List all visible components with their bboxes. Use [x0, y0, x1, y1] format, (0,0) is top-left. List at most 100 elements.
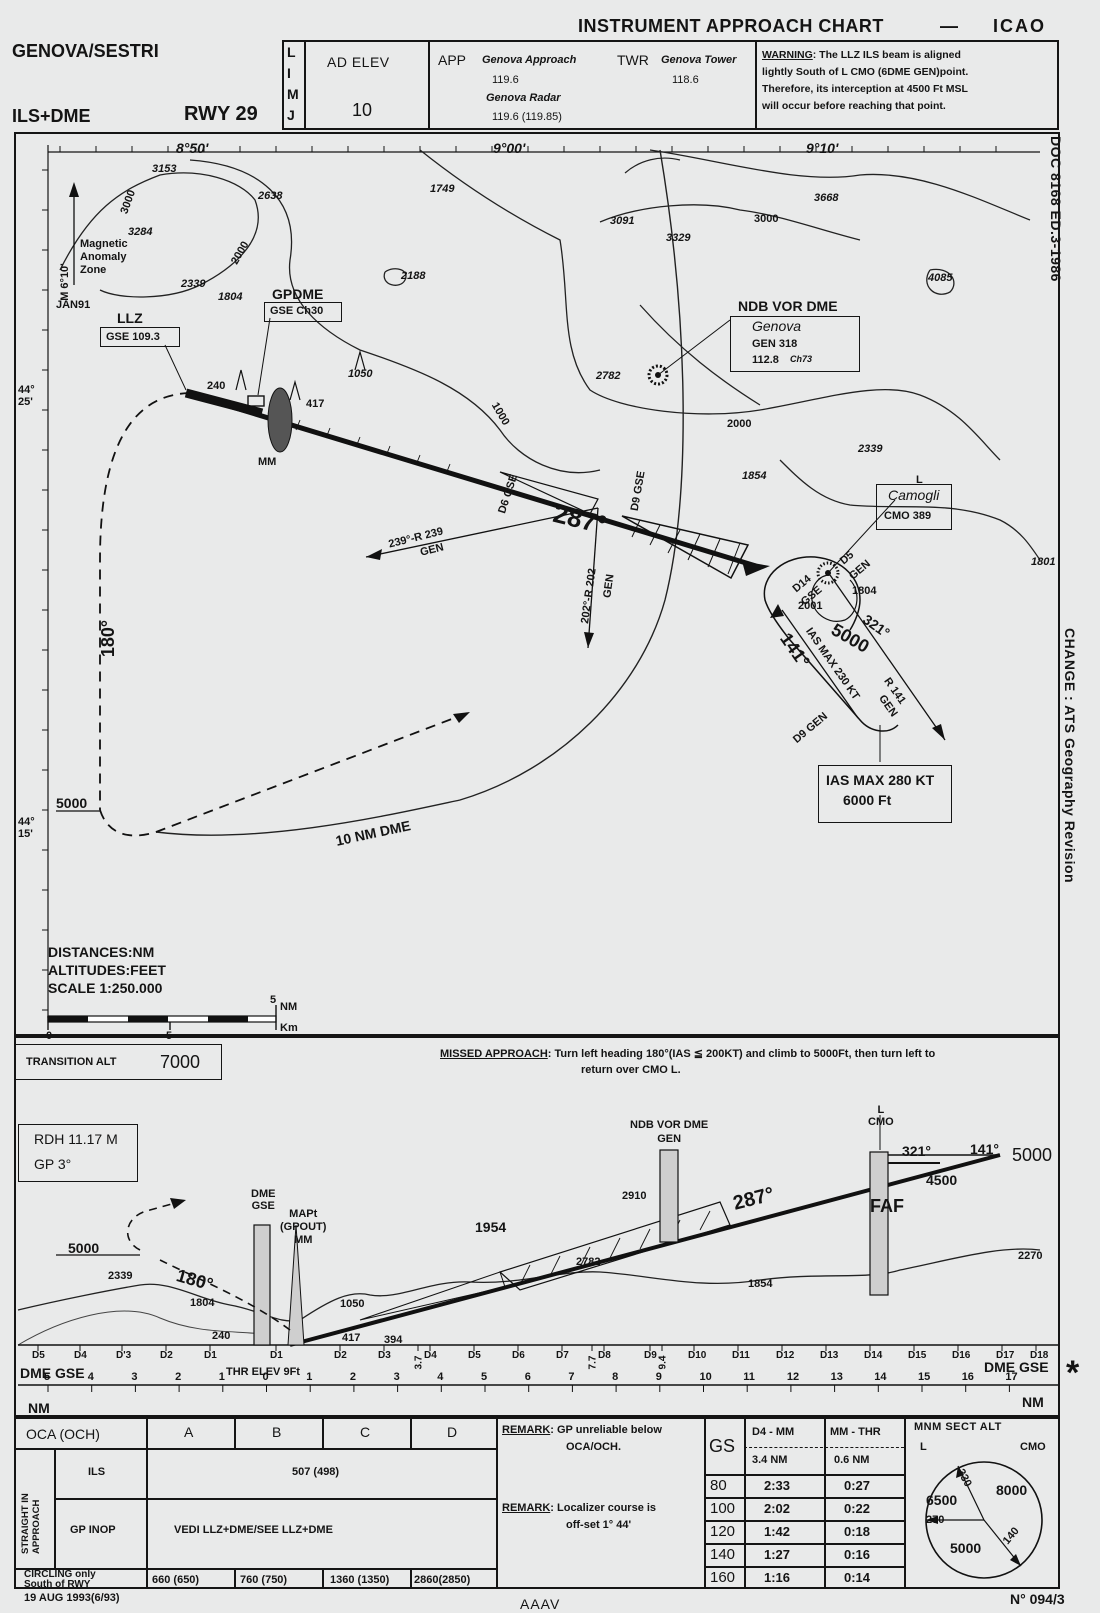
missed-approach-profile [126, 1199, 187, 1251]
obstacle-symbol [235, 349, 366, 401]
spot-elevation: 2001 [798, 600, 823, 612]
col-divider [904, 1417, 906, 1589]
dme-fix-label: D17 [996, 1350, 1015, 1361]
contour-label: 3000 [754, 213, 779, 225]
nm-label: 1 [306, 1371, 313, 1383]
scale-km-unit: Km [280, 1022, 298, 1034]
radial-arrow [932, 724, 945, 740]
timing-col2-label: MM - THR [830, 1426, 881, 1438]
timing-d4-mm: 1:16 [764, 1570, 791, 1585]
ad-elev-label: AD ELEV [327, 54, 390, 70]
localizer-feather [499, 471, 599, 515]
missed-approach-path [99, 711, 471, 837]
row-divider [704, 1520, 904, 1522]
nm-label: 5 [44, 1371, 51, 1383]
localizer-feather-hatch [631, 519, 741, 575]
gs-label: GS [709, 1436, 736, 1456]
row-divider [704, 1543, 904, 1545]
missed-approach-instruction: return over CMO L. [581, 1064, 681, 1076]
nm-label: 9 [655, 1371, 662, 1383]
dme-fix-label: D14 [864, 1350, 883, 1361]
dme-fix-label: D4 [424, 1350, 437, 1361]
longitude-label: 9°10' [806, 140, 839, 156]
timing-gs: 120 [710, 1523, 736, 1540]
msa-l: L [920, 1441, 927, 1453]
nm-label: 17 [1005, 1371, 1018, 1383]
agency-label: AAAV [520, 1596, 561, 1612]
dme-ticks [37, 1345, 1037, 1351]
timing-mm-thr: 0:18 [844, 1524, 871, 1539]
spot-elevation: 2782 [596, 370, 621, 382]
dme-gse-left: DME GSE [20, 1365, 85, 1381]
glidepath-angle: GP 3° [34, 1156, 72, 1172]
msa-altitude-5000: 5000 [950, 1540, 982, 1556]
airport-name: GENOVA/SESTRI [12, 41, 159, 61]
timing-gs: 160 [710, 1569, 736, 1586]
remark-text: : Localizer course is [550, 1502, 657, 1514]
timing-d4-mm: 1:42 [764, 1524, 791, 1539]
nm-label: 4 [87, 1371, 94, 1383]
contour-label: 2000 [727, 418, 752, 430]
dme-fix-label: D10 [688, 1350, 707, 1361]
dme-fix-label: D1 [204, 1350, 217, 1361]
dme-fix-label: 9.4 [657, 1355, 669, 1370]
row-divider [704, 1497, 904, 1499]
altitudes-note: ALTITUDES:FEET [48, 962, 166, 978]
navaid-name: Genova [752, 318, 802, 334]
timing-col2-distance: 0.6 NM [834, 1454, 870, 1466]
radial-239 [365, 507, 599, 558]
dme-fix-label: D8 [598, 1350, 611, 1361]
obstacle-elevation: 240 [207, 380, 226, 392]
category-c: C [360, 1424, 371, 1440]
missed-approach-instruction: : Turn left heading 180°(IAS ≦ 200KT) an… [547, 1048, 936, 1060]
speed-limit-box [818, 765, 952, 823]
latitude-label: 44° 15' [18, 816, 35, 840]
holding-outbound [781, 609, 859, 719]
camogli-name: Camogli [888, 487, 940, 503]
msa-altitude-6500: 6500 [926, 1492, 958, 1508]
spot-elevation: 1804 [218, 291, 243, 303]
circling-minima-c: 1360 (1350) [330, 1574, 390, 1586]
radar-freq: 119.6 (119.85) [492, 111, 562, 123]
ad-elev-value: 10 [352, 100, 373, 120]
spot-elevation: 1854 [742, 470, 767, 482]
spot-elevation: 1804 [852, 585, 877, 597]
amendment-asterisk: * [1066, 1354, 1080, 1392]
row-divider [14, 1568, 496, 1570]
dme-gse-marker [253, 1224, 271, 1346]
oca-och-label: OCA (OCH) [26, 1426, 100, 1442]
dme-fix-label: D18 [1030, 1350, 1049, 1361]
missed-approach-arrow [453, 712, 470, 723]
navaid-marker [659, 1149, 679, 1243]
dme-fix-label: D12 [776, 1350, 795, 1361]
profile-obstacle-1050: 1050 [340, 1298, 365, 1310]
nm-label: 2 [175, 1371, 182, 1383]
remark-text: off-set 1° 44' [566, 1519, 632, 1531]
warning-line: Therefore, its interception at 4500 Ft M… [762, 83, 968, 95]
nm-left: NM [28, 1400, 50, 1416]
profile-altitude-1804: 1804 [190, 1297, 215, 1309]
msa-title: MNM SECT ALT [914, 1421, 1002, 1433]
profile-altitude-4500: 4500 [926, 1172, 958, 1188]
straight-in-label: STRAIGHT IN APPROACH [20, 1493, 42, 1554]
col-divider [146, 1448, 148, 1589]
dme-fix-label: D2 [334, 1350, 347, 1361]
dme-fix-label: D3 [378, 1350, 391, 1361]
scale-note: SCALE 1:250.000 [48, 980, 163, 996]
nm-label: 4 [437, 1371, 444, 1383]
dme-arc-10nm [155, 149, 684, 836]
camogli-l: L [916, 474, 923, 486]
remark-2: REMARK: Localizer course is [502, 1502, 656, 1514]
remark-text: OCA/OCH. [566, 1441, 621, 1453]
spot-elevation: 2339 [858, 443, 883, 455]
nm-label: 3 [393, 1371, 400, 1383]
missed-approach-text: MISSED APPROACH: Turn left heading 180°(… [440, 1047, 935, 1060]
inbound-arrow [742, 561, 770, 576]
profile-obstacle-417: 417 [342, 1332, 361, 1344]
camogli-frequency: CMO 389 [884, 510, 932, 522]
ndb-vor-dme-box [730, 316, 860, 372]
ndb-symbol [816, 499, 896, 585]
profile-obstacle-394: 394 [384, 1334, 403, 1346]
